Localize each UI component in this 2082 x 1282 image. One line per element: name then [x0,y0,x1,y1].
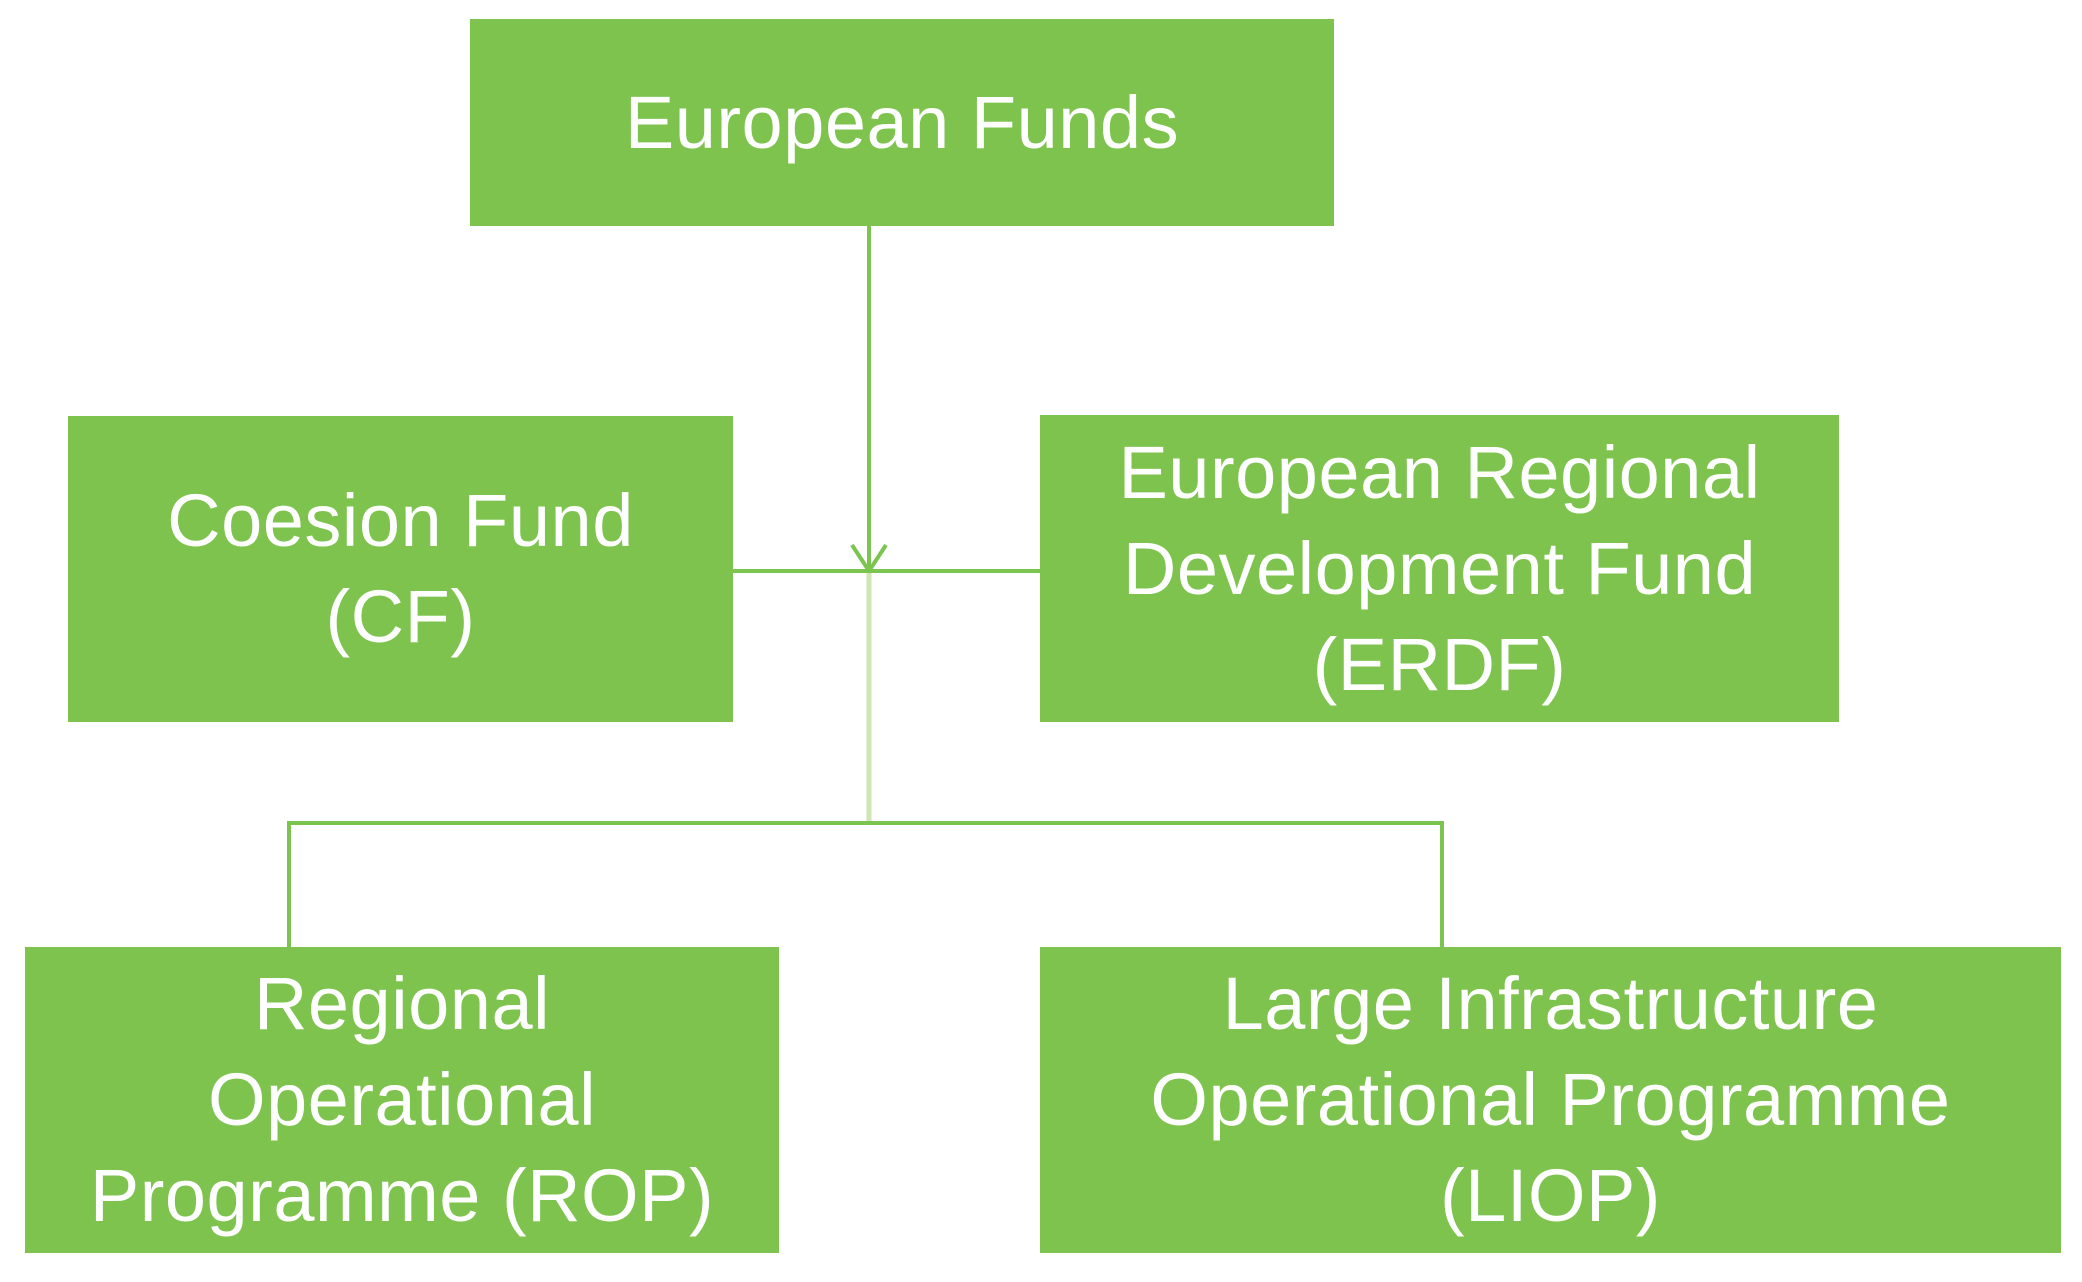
arrowhead-down-icon [850,543,888,575]
node-label-line: Regional [253,962,551,1045]
node-label-line: (CF) [325,575,476,658]
node-label-line: (LIOP) [1440,1154,1661,1237]
node-rop: Regional Operational Programme (ROP) [25,947,779,1253]
node-liop: Large Infrastructure Operational Program… [1040,947,2061,1253]
node-european-funds: European Funds [470,19,1334,226]
node-label-line: European Regional [1118,430,1761,514]
node-label-line: Operational [207,1058,597,1141]
node-label-line: Development Fund [1122,526,1757,610]
node-label-line: Operational Programme [1150,1058,1951,1141]
node-label-line: European Funds [624,80,1180,164]
node-label-line: Coesion Fund [167,479,634,562]
node-label-line: (ERDF) [1312,622,1567,706]
node-label-line: Large Infrastructure [1222,962,1879,1045]
node-erdf: European Regional Development Fund (ERDF… [1040,415,1839,722]
node-coesion-fund: Coesion Fund (CF) [68,416,733,722]
node-label-line: Programme (ROP) [89,1154,715,1237]
